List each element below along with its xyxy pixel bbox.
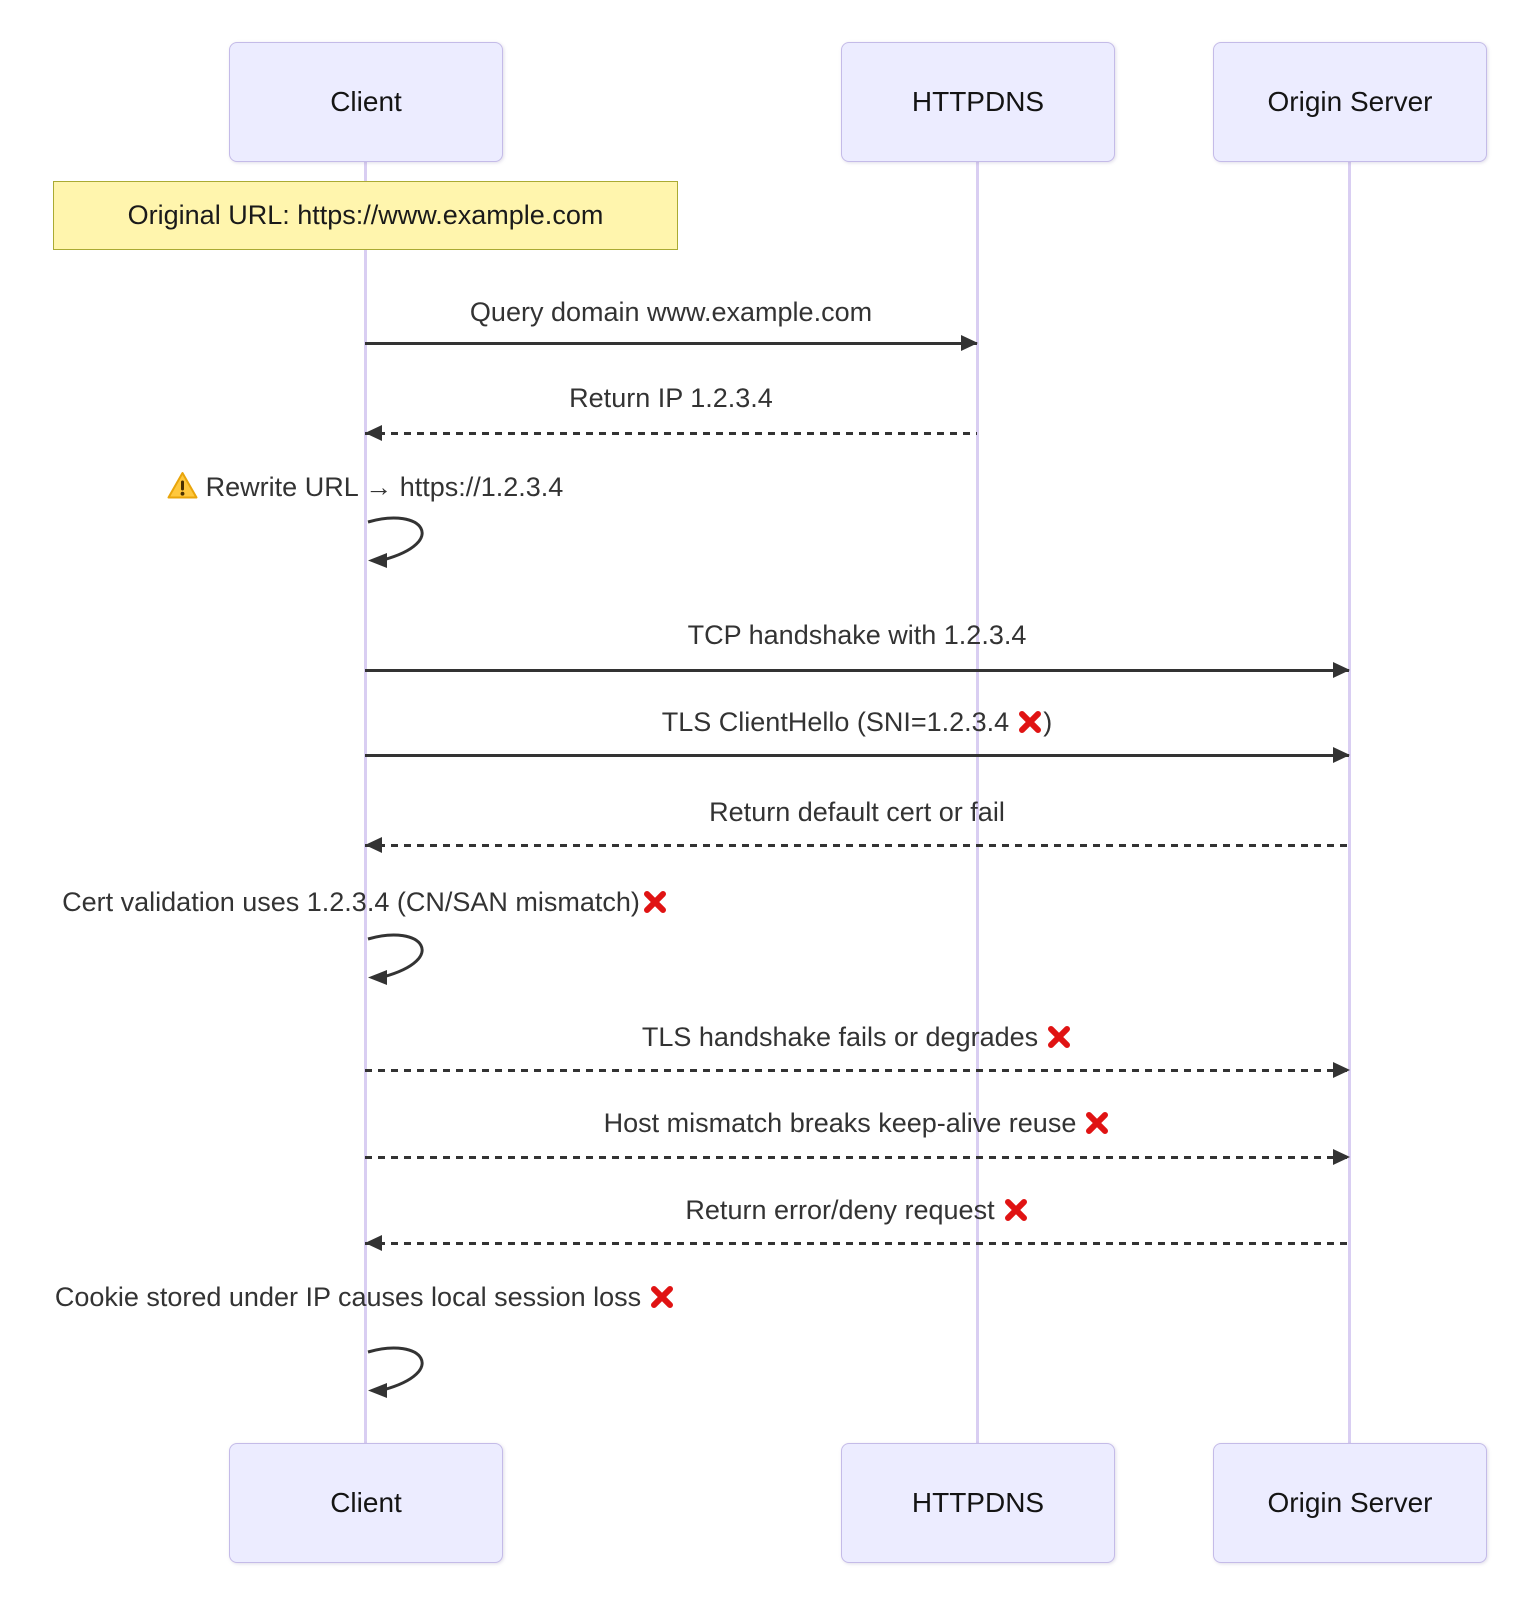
arrowhead-left-icon <box>365 425 382 441</box>
message-text: TLS handshake fails or degrades <box>641 1022 1039 1052</box>
lifeline-origin-server <box>1348 160 1351 1443</box>
actor-origin-server-label: Origin Server <box>1267 86 1433 117</box>
message-line-query-domain <box>365 342 977 345</box>
message-label-rewrite-url: Rewrite URL → https://1.2.3.4 <box>0 470 765 504</box>
message-line-host-mismatch <box>365 1156 1349 1159</box>
message-text: Cookie stored under IP causes local sess… <box>54 1282 642 1312</box>
arrowhead-left-icon <box>365 837 382 853</box>
self-loop-arrow-icon <box>367 516 424 568</box>
actor-client-bottom: Client <box>229 1443 503 1563</box>
actor-client-label: Client <box>330 1487 402 1518</box>
arrowhead-right-icon <box>1333 1149 1350 1165</box>
actor-client-label: Client <box>330 86 402 117</box>
arrowhead-right-icon <box>1333 662 1350 678</box>
message-label-tcp-handshake: TCP handshake with 1.2.3.4 <box>687 620 1027 650</box>
message-label-host-mismatch: Host mismatch breaks keep-alive reuse <box>365 1106 1349 1140</box>
actor-origin-server-label: Origin Server <box>1267 1487 1433 1518</box>
cross-icon <box>649 1284 675 1318</box>
cross-icon <box>642 889 668 923</box>
message-line-return-error <box>365 1242 1349 1245</box>
note-original-url: Original URL: https://www.example.com <box>53 181 678 250</box>
cross-icon <box>1003 1197 1029 1231</box>
cross-icon <box>1084 1110 1110 1144</box>
actor-httpdns-top: HTTPDNS <box>841 42 1115 162</box>
message-text-post: ) <box>1043 707 1053 737</box>
message-label-cert-validation: Cert validation uses 1.2.3.4 (CN/SAN mis… <box>0 885 765 919</box>
message-text: Host mismatch breaks keep-alive reuse <box>603 1108 1077 1138</box>
message-line-tcp-handshake <box>365 669 1349 672</box>
message-label-return-ip: Return IP 1.2.3.4 <box>569 383 773 413</box>
actor-httpdns-label: HTTPDNS <box>911 86 1045 117</box>
message-text: Cert validation uses 1.2.3.4 (CN/SAN mis… <box>62 887 640 917</box>
message-text: Rewrite URL → https://1.2.3.4 <box>205 472 564 502</box>
self-loop-arrow-icon <box>367 1346 424 1398</box>
message-line-tls-fails <box>365 1069 1349 1072</box>
message-label-return-cert: Return default cert or fail <box>709 797 1005 827</box>
actor-origin-server-bottom: Origin Server <box>1213 1443 1487 1563</box>
actor-origin-server-top: Origin Server <box>1213 42 1487 162</box>
arrowhead-left-icon <box>365 1235 382 1251</box>
lifeline-httpdns <box>976 160 979 1443</box>
lifeline-client <box>364 160 367 1443</box>
actor-httpdns-label: HTTPDNS <box>911 1487 1045 1518</box>
arrowhead-right-icon <box>1333 747 1350 763</box>
message-line-tls-clienthello <box>365 754 1349 757</box>
message-label-return-error: Return error/deny request <box>365 1193 1349 1227</box>
arrowhead-right-icon <box>961 335 978 351</box>
message-label-cookie-loss: Cookie stored under IP causes local sess… <box>0 1280 765 1314</box>
actor-client-top: Client <box>229 42 503 162</box>
message-line-return-cert <box>365 844 1349 847</box>
note-text: Original URL: https://www.example.com <box>127 200 604 230</box>
message-label-tls-clienthello: TLS ClientHello (SNI=1.2.3.4 ) <box>365 705 1349 739</box>
message-text-pre: TLS ClientHello (SNI=1.2.3.4 <box>661 707 1010 737</box>
cross-icon <box>1017 709 1043 743</box>
message-label-tls-fails: TLS handshake fails or degrades <box>365 1020 1349 1054</box>
cross-icon <box>1046 1024 1072 1058</box>
message-line-return-ip <box>365 432 977 435</box>
message-label-query-domain: Query domain www.example.com <box>469 297 873 327</box>
warning-icon <box>167 471 198 508</box>
actor-httpdns-bottom: HTTPDNS <box>841 1443 1115 1563</box>
self-loop-arrow-icon <box>367 933 424 985</box>
arrowhead-right-icon <box>1333 1062 1350 1078</box>
message-text: Return error/deny request <box>685 1195 995 1225</box>
